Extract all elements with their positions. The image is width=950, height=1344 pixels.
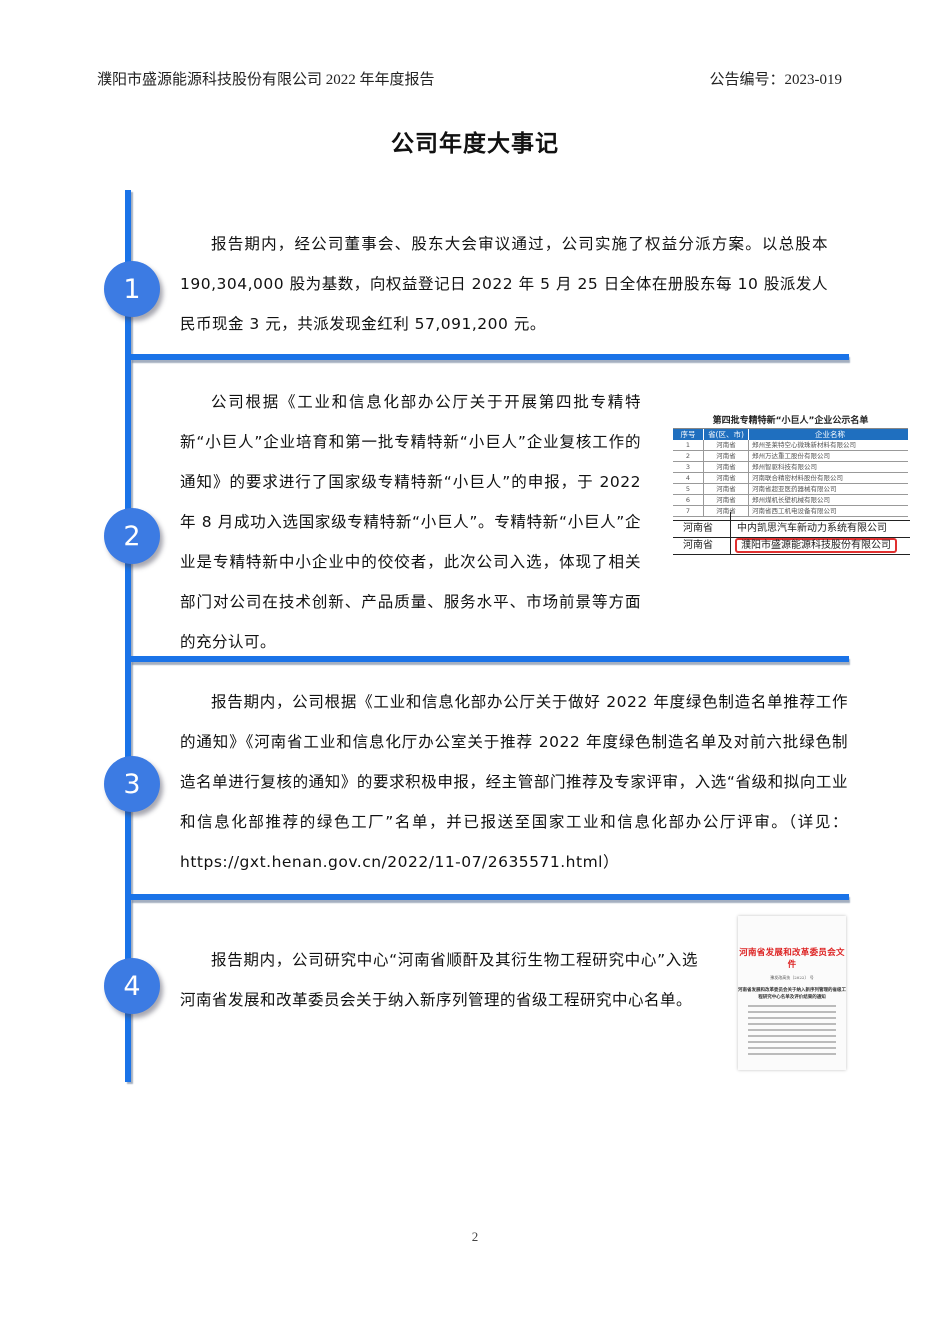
event-4-paragraph: 报告期内，公司研究中心“河南省顺酐及其衍生物工程研究中心”入选河南省发展和改革委… [180, 951, 698, 1009]
timeline-vertical-line [125, 190, 131, 1082]
header-announcement-number: 公告编号：2023-019 [709, 72, 843, 88]
company-highlight-box: 濮阳市盛源能源科技股份有限公司 [735, 538, 897, 553]
timeline-divider-1 [131, 354, 849, 360]
event-number-badge-2: 2 [104, 508, 160, 564]
little-giant-list-excerpt-image: 河南省 中内凯思汽车新动力系统有限公司 河南省 濮阳市盛源能源科技股份有限公司 [673, 512, 910, 555]
event-3-text: 报告期内，公司根据《工业和信息化部办公厅关于做好 2022 年度绿色制造名单推荐… [180, 682, 848, 882]
list-image-header-row: 序号 省(区、市) 企业名称 [673, 429, 908, 440]
government-document-image: 河南省发展和改革委员会文件 豫发改高技〔2022〕 号 河南省发展和改革委员会关… [738, 916, 846, 1070]
event-number-badge-4: 4 [104, 958, 160, 1014]
page-number: 2 [471, 1229, 479, 1244]
event-1-paragraph: 报告期内，经公司董事会、股东大会审议通过，公司实施了权益分派方案。以总股本 19… [180, 235, 828, 333]
event-1-text: 报告期内，经公司董事会、股东大会审议通过，公司实施了权益分派方案。以总股本 19… [180, 224, 828, 344]
header-company-report: 濮阳市盛源能源科技股份有限公司 2022 年年度报告 [97, 72, 435, 88]
list-row-highlighted-company: 河南省 濮阳市盛源能源科技股份有限公司 [673, 538, 910, 555]
event-2-text: 公司根据《工业和信息化部办公厅关于开展第四批专精特新“小巨人”企业培育和第一批专… [180, 382, 641, 662]
col-header-province: 省(区、市) [704, 429, 749, 440]
event-number-badge-1: 1 [104, 261, 160, 317]
page-title: 公司年度大事记 [391, 131, 559, 157]
event-number-badge-3: 3 [104, 756, 160, 812]
event-2-paragraph: 公司根据《工业和信息化部办公厅关于开展第四批专精特新“小巨人”企业培育和第一批专… [180, 393, 641, 651]
timeline-divider-2 [131, 656, 849, 662]
list-image-title: 第四批专精特新“小巨人”企业公示名单 [673, 415, 908, 429]
list-row-partial [673, 512, 910, 521]
timeline-divider-3 [131, 894, 849, 900]
col-header-seq: 序号 [673, 429, 704, 440]
document-number: 豫发改高技〔2022〕 号 [770, 975, 814, 980]
event-3-paragraph: 报告期内，公司根据《工业和信息化部办公厅关于做好 2022 年度绿色制造名单推荐… [180, 693, 848, 871]
document-subtitle: 河南省发展和改革委员会关于纳入新序列管理的省级工程研究中心名单及评价结果的通知 [738, 988, 846, 1000]
event-4-text: 报告期内，公司研究中心“河南省顺酐及其衍生物工程研究中心”入选河南省发展和改革委… [180, 940, 698, 1020]
col-header-company: 企业名称 [815, 430, 845, 439]
list-row: 河南省 中内凯思汽车新动力系统有限公司 [673, 521, 910, 538]
document-red-heading: 河南省发展和改革委员会文件 [739, 948, 845, 970]
